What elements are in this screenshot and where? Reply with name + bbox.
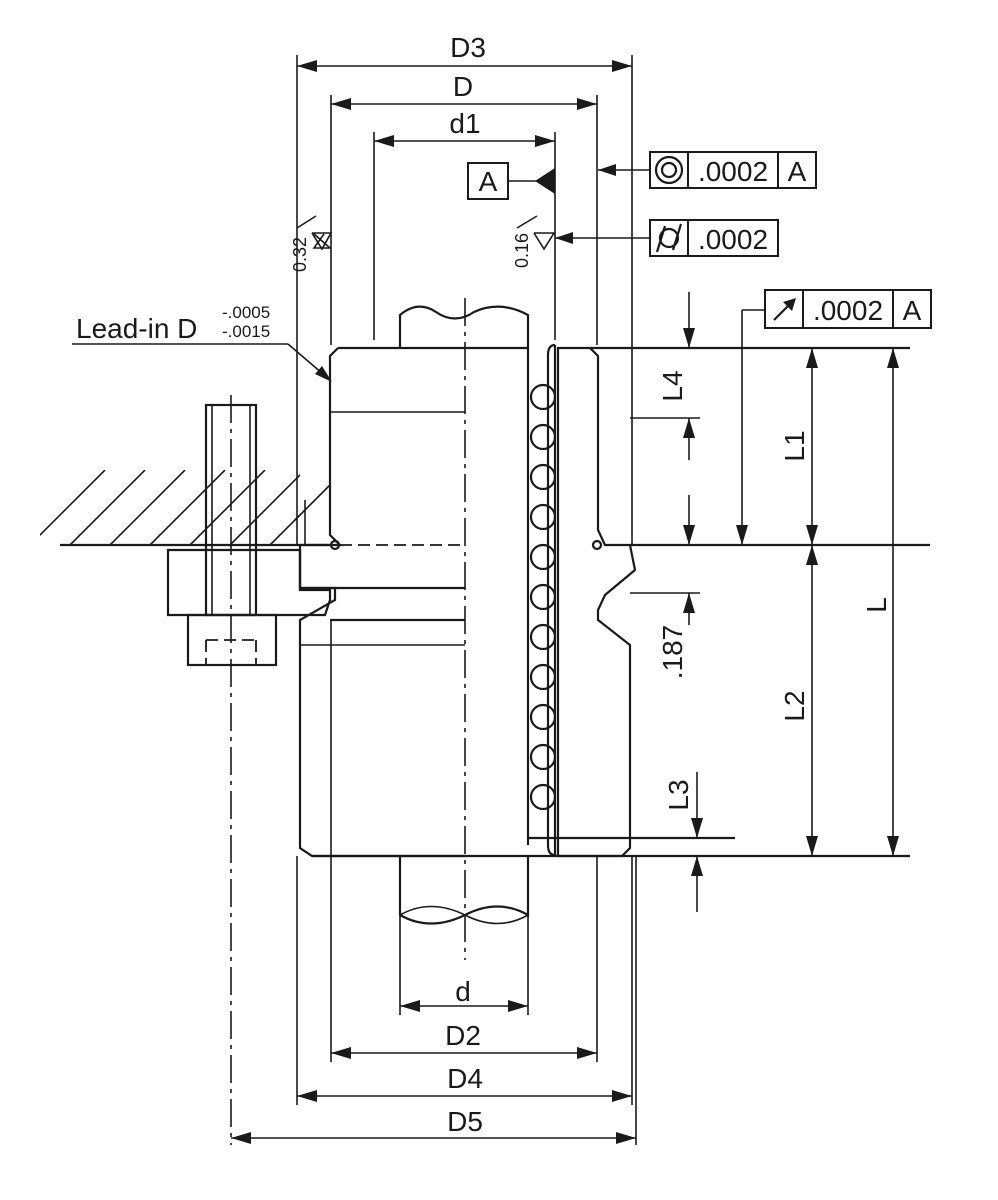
- runout-icon: [773, 298, 796, 321]
- dimension-d2: [330, 620, 598, 1062]
- bushing-body: [298, 346, 735, 858]
- dim-label-d-small: d: [455, 976, 471, 1007]
- runout-frame: [736, 289, 932, 545]
- lead-in-label: Lead-in D: [76, 313, 197, 344]
- dim-label-d5: D5: [447, 1106, 483, 1137]
- shaft: [398, 298, 530, 960]
- dimension-l3: [691, 772, 703, 912]
- ball-retainer: [529, 343, 557, 857]
- dim-label-l1: L1: [779, 430, 810, 461]
- datum-feature: [467, 162, 555, 200]
- lead-in-tol-lower: -.0015: [222, 322, 270, 341]
- dimension-l1: [806, 348, 818, 545]
- runout-value: .0002: [813, 295, 883, 326]
- dimension-d: [330, 95, 598, 345]
- dimension-d4: [296, 856, 633, 1105]
- outer-sleeve: [556, 346, 910, 858]
- surface-finish-right-icon: [516, 215, 556, 251]
- dimension-l2: [806, 545, 818, 856]
- dimension-l: [887, 348, 899, 856]
- dimension-l4: [630, 292, 700, 460]
- cylindricity-frame: [555, 219, 779, 257]
- lead-in-tol-upper: -.0005: [222, 303, 270, 322]
- dim-label-l3: L3: [663, 779, 694, 810]
- concentricity-value: .0002: [698, 156, 768, 187]
- dim-label-d4: D4: [447, 1063, 483, 1094]
- dimension-d5: [231, 856, 637, 1145]
- dim-label-l: L: [861, 597, 892, 613]
- dim-label-187: .187: [657, 625, 688, 680]
- dim-label-l2: L2: [779, 690, 810, 721]
- dimension-d1: [373, 132, 556, 340]
- concentricity-datum: A: [788, 156, 807, 187]
- dim-label-l4: L4: [657, 370, 688, 401]
- dimension-187: [630, 495, 700, 625]
- concentricity-frame: [598, 151, 817, 189]
- cylindricity-icon: [655, 223, 683, 253]
- surface-finish-right: 0.16: [512, 233, 532, 268]
- dim-label-d2: D2: [445, 1020, 481, 1051]
- dim-label-d1: d1: [449, 108, 480, 139]
- dimension-d-small: [399, 915, 529, 1015]
- dimension-d3: [296, 55, 633, 545]
- dim-label-d3: D3: [450, 32, 486, 63]
- surface-finish-left-icon: [296, 215, 333, 251]
- concentricity-icon: [654, 155, 684, 185]
- clamp-plate: [166, 548, 332, 617]
- lead-in-callout: [72, 343, 332, 382]
- runout-datum: A: [903, 295, 922, 326]
- surface-finish-left: 0.32: [290, 237, 310, 272]
- datum-label: A: [479, 166, 498, 197]
- cylindricity-value: .0002: [698, 224, 768, 255]
- housing-wall: [40, 470, 930, 547]
- cap-screw: [186, 395, 278, 1145]
- dim-label-d: D: [453, 71, 473, 102]
